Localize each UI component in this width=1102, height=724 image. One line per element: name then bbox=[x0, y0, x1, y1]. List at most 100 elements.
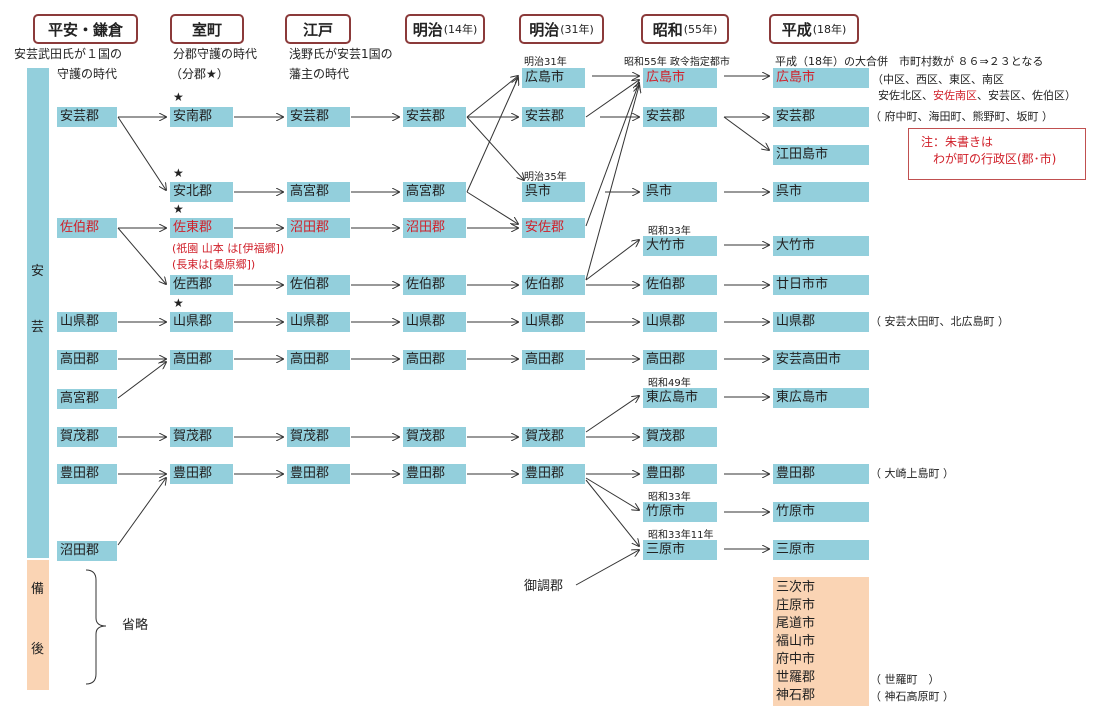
header-edo: 江戸 bbox=[285, 14, 351, 44]
legend-note-box: 注：朱書きは わが町の行政区(郡･市) bbox=[908, 128, 1086, 180]
c2-toyota-gun: 豊田郡 bbox=[170, 464, 233, 484]
c7-hiroshima-wards-1: （中区、西区、東区、南区 bbox=[872, 73, 1004, 86]
c6-takehara-shi: 竹原市 bbox=[643, 502, 717, 522]
ward-text: 安佐北区、 bbox=[878, 89, 933, 102]
header-muromachi: 室町 bbox=[170, 14, 244, 44]
c4-numata-gun: 沼田郡 bbox=[403, 218, 466, 238]
c7-kure-shi: 呉市 bbox=[773, 182, 869, 202]
header-edo-label: 江戸 bbox=[302, 20, 333, 39]
c7-hiroshima-wards-2: 安佐北区、安佐南区、安芸区、佐伯区） bbox=[878, 88, 1076, 104]
header-meiji-14: 明治(14年) bbox=[405, 14, 485, 44]
c7-hatsukaichi-shi: 廿日市市 bbox=[773, 275, 869, 295]
c1-kamo-gun: 賀茂郡 bbox=[57, 427, 117, 447]
bingo-list-bg bbox=[773, 577, 869, 706]
header-heian-kamakura: 平安・鎌倉 bbox=[33, 14, 138, 44]
c4-takamiya-gun: 高宮郡 bbox=[403, 182, 466, 202]
c3-takata-gun: 高田郡 bbox=[287, 350, 350, 370]
ward-asaminami: 安佐南区 bbox=[933, 89, 977, 102]
c5-kure-label: 明治35年 bbox=[524, 172, 567, 183]
star-icon: ★ bbox=[173, 166, 184, 180]
c3-numata-gun: 沼田郡 bbox=[287, 218, 350, 238]
c2-sato-note-1: (祇園 山本 は[伊福郷]) bbox=[172, 242, 285, 255]
c7-jinseki-note: （ 神石高原町 ） bbox=[870, 690, 954, 703]
header-heisei-sub: (18年) bbox=[812, 23, 847, 36]
c7-toyota-gun: 豊田郡 bbox=[773, 464, 869, 484]
c7-hiroshima-shi: 広島市 bbox=[773, 68, 869, 88]
header-showa: 昭和(55年) bbox=[641, 14, 729, 44]
header-heisei: 平成(18年) bbox=[769, 14, 859, 44]
c1-toyota-gun: 豊田郡 bbox=[57, 464, 117, 484]
c5-toyota-gun: 豊田郡 bbox=[522, 464, 585, 484]
c6-takehara-label: 昭和33年 bbox=[648, 492, 691, 503]
header-meiji31-label: 明治 bbox=[529, 20, 560, 39]
caption-showa-top: 昭和55年 政令指定都市 bbox=[624, 57, 730, 68]
c2-ahoku-gun: 安北郡 bbox=[170, 182, 233, 202]
c7-otake-shi: 大竹市 bbox=[773, 236, 869, 256]
c6-kamo-gun: 賀茂郡 bbox=[643, 427, 717, 447]
c7-takehara-shi: 竹原市 bbox=[773, 502, 869, 522]
c5-kamo-gun: 賀茂郡 bbox=[522, 427, 585, 447]
c1-takamiya-gun: 高宮郡 bbox=[57, 389, 117, 409]
c3-yamagata-gun: 山県郡 bbox=[287, 312, 350, 332]
legend-note-line-1: 注：朱書きは bbox=[921, 135, 994, 149]
c6-otake-label: 昭和33年 bbox=[648, 226, 691, 237]
header-showa-label: 昭和 bbox=[652, 20, 683, 39]
c6-otake-shi: 大竹市 bbox=[643, 236, 717, 256]
c7-yamagata-note: （ 安芸太田町、北広島町 ） bbox=[870, 315, 1009, 328]
c5-hiroshima-shi: 広島市 bbox=[522, 68, 585, 88]
c7-bingo-3: 尾道市 bbox=[776, 616, 816, 631]
header-meiji14-label: 明治 bbox=[412, 20, 443, 39]
c3-kamo-gun: 賀茂郡 bbox=[287, 427, 350, 447]
c7-bingo-1: 三次市 bbox=[776, 580, 816, 595]
c5-asa-gun: 安佐郡 bbox=[522, 218, 585, 238]
header-meiji14-sub: (14年) bbox=[443, 23, 478, 36]
c2-saisai-gun: 佐西郡 bbox=[170, 275, 233, 295]
c4-saeki-gun: 佐伯郡 bbox=[403, 275, 466, 295]
caption-edo-2: 藩主の時代 bbox=[289, 67, 350, 81]
header-muromachi-label: 室町 bbox=[191, 20, 222, 39]
caption-heian-1: 安芸武田氏が１国の bbox=[14, 47, 123, 61]
c7-higashi-hiroshima-shi: 東広島市 bbox=[773, 388, 869, 408]
c7-aki-gun: 安芸郡 bbox=[773, 107, 869, 127]
caption-heisei-top: 平成（18年）の大合併 市町村数が ８６⇒２３となる bbox=[775, 55, 1044, 68]
header-meiji31-sub: (31年) bbox=[560, 23, 594, 36]
c3-aki-gun: 安芸郡 bbox=[287, 107, 350, 127]
caption-muromachi-2: （分郡★） bbox=[170, 67, 229, 81]
c2-yamagata-gun: 山県郡 bbox=[170, 312, 233, 332]
star-icon: ★ bbox=[173, 296, 184, 310]
c6-hiroshima-shi: 広島市 bbox=[643, 68, 717, 88]
c7-bingo-2: 庄原市 bbox=[776, 598, 816, 613]
c1-saeki-gun: 佐伯郡 bbox=[57, 218, 117, 238]
c5-kure-shi: 呉市 bbox=[522, 182, 585, 202]
c1-takata-gun: 高田郡 bbox=[57, 350, 117, 370]
c7-akitakata-shi: 安芸高田市 bbox=[773, 350, 869, 370]
c7-sera-note: （ 世羅町 ） bbox=[870, 673, 940, 686]
caption-meiji31-top: 明治31年 bbox=[524, 57, 567, 68]
ward-text: 、安芸区、佐伯区） bbox=[977, 89, 1076, 102]
c4-toyota-gun: 豊田郡 bbox=[403, 464, 466, 484]
region-bar-aki bbox=[27, 68, 49, 558]
c6-higashi-hiroshima-shi: 東広島市 bbox=[643, 388, 717, 408]
c6-aki-gun: 安芸郡 bbox=[643, 107, 717, 127]
c7-bingo-4: 福山市 bbox=[776, 634, 816, 649]
region-bingo-char-1: 備 bbox=[31, 582, 45, 597]
c2-anan-gun: 安南郡 bbox=[170, 107, 233, 127]
c4-aki-gun: 安芸郡 bbox=[403, 107, 466, 127]
c2-kamo-gun: 賀茂郡 bbox=[170, 427, 233, 447]
c3-saeki-gun: 佐伯郡 bbox=[287, 275, 350, 295]
c6-toyota-gun: 豊田郡 bbox=[643, 464, 717, 484]
c7-etajima-shi: 江田島市 bbox=[773, 145, 869, 165]
region-aki-char-2: 芸 bbox=[31, 320, 45, 335]
caption-muromachi-1: 分郡守護の時代 bbox=[173, 47, 258, 61]
header-meiji-31: 明治(31年) bbox=[519, 14, 604, 44]
c5-yamagata-gun: 山県郡 bbox=[522, 312, 585, 332]
c5-mitsugi-gun: 御調郡 bbox=[524, 579, 564, 594]
c6-kure-shi: 呉市 bbox=[643, 182, 717, 202]
c6-yamagata-gun: 山県郡 bbox=[643, 312, 717, 332]
c7-bingo-6: 世羅郡 bbox=[776, 670, 816, 685]
header-heian-label: 平安・鎌倉 bbox=[47, 20, 123, 39]
header-showa-sub: (55年) bbox=[683, 23, 718, 36]
c7-bingo-5: 府中市 bbox=[776, 652, 816, 667]
c7-bingo-7: 神石郡 bbox=[776, 688, 816, 703]
